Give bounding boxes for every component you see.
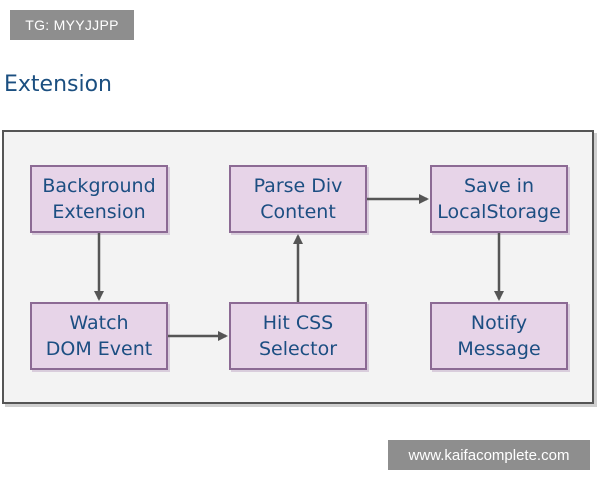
node-background-extension: Background Extension <box>30 165 168 233</box>
telegram-tag: TG: MYYJJPP <box>10 10 134 40</box>
node-label-line: Notify <box>470 312 528 334</box>
node-label-line: Extension <box>52 201 146 223</box>
node-watch-dom-event: Watch DOM Event <box>30 302 168 370</box>
node-label-line: Hit CSS <box>262 312 334 334</box>
node-label-line: Parse Div <box>253 175 343 197</box>
node-parse-div-content: Parse Div Content <box>229 165 367 233</box>
node-save-in-localstorage: Save in LocalStorage <box>430 165 568 233</box>
node-label-line: Background <box>42 175 156 197</box>
node-label-line: Save in <box>464 175 534 197</box>
node-hit-css-selector: Hit CSS Selector <box>229 302 367 370</box>
node-label-line: Watch <box>69 312 129 334</box>
node-notify-message: Notify Message <box>430 302 568 370</box>
section-title: Extension <box>4 72 113 97</box>
node-label-line: DOM Event <box>45 338 153 360</box>
node-label-line: LocalStorage <box>437 201 561 223</box>
node-label-line: Content <box>260 201 336 223</box>
watermark: www.kaifacomplete.com <box>388 440 590 470</box>
node-label-line: Message <box>457 338 541 360</box>
node-label-line: Selector <box>258 338 338 360</box>
